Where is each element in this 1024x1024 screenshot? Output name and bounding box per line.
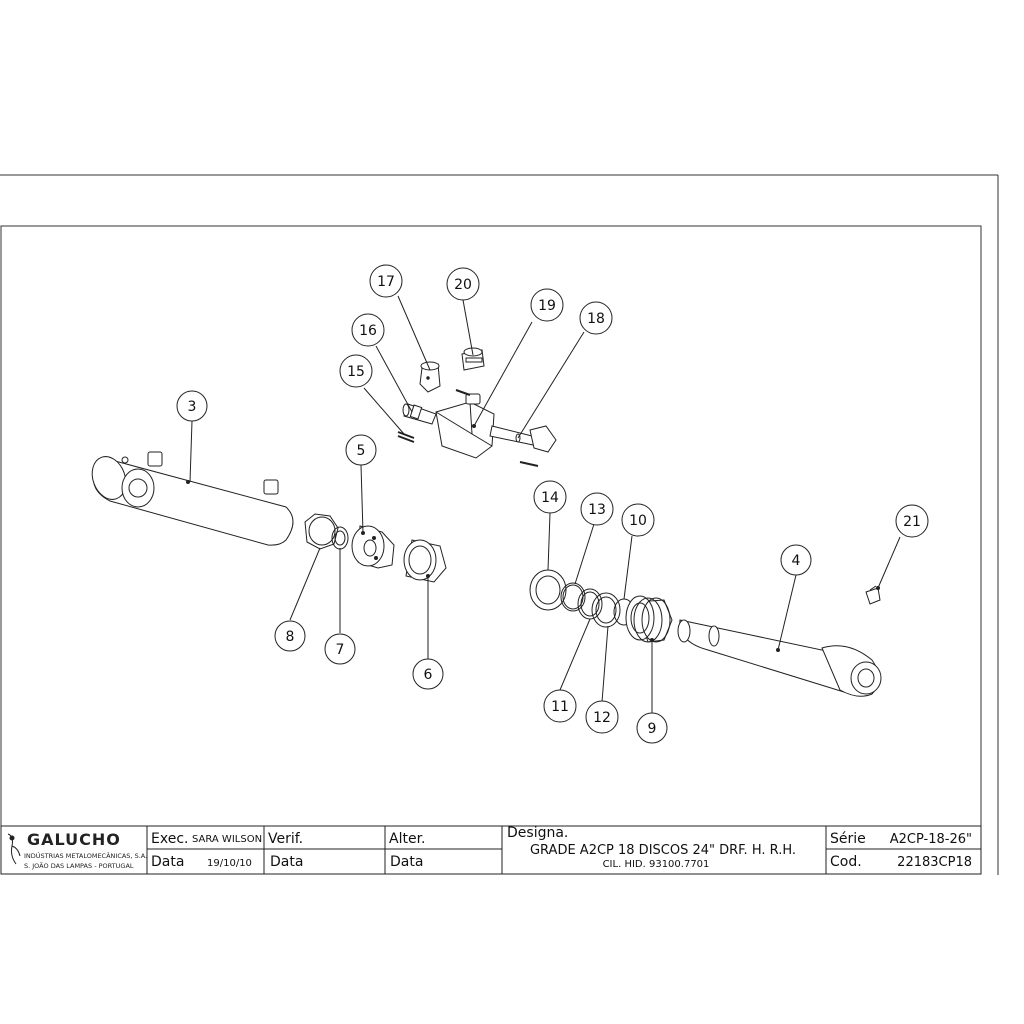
- code-label: Cod.: [830, 854, 862, 870]
- code-value: 22183CP18: [897, 855, 972, 870]
- svg-text:16: 16: [359, 323, 377, 339]
- serie-value: A2CP-18-26": [890, 832, 972, 847]
- callout-21: 21: [895, 504, 929, 538]
- callout-13: 13: [580, 492, 614, 526]
- verif-date-label: Data: [270, 854, 303, 870]
- svg-text:9: 9: [648, 721, 657, 737]
- exec-label: Exec.: [151, 831, 188, 847]
- callout-15: 15: [339, 354, 373, 388]
- company-emblem-icon: [7, 833, 21, 865]
- alter-date-label: Data: [390, 854, 423, 870]
- svg-text:15: 15: [347, 364, 365, 380]
- svg-text:19: 19: [538, 298, 556, 314]
- seal-rings: [529, 569, 673, 643]
- company-name: GALUCHO: [27, 830, 121, 849]
- leader-lines: [189, 295, 901, 713]
- svg-text:21: 21: [903, 514, 921, 530]
- svg-text:12: 12: [593, 710, 611, 726]
- svg-text:8: 8: [286, 629, 295, 645]
- svg-text:6: 6: [424, 667, 433, 683]
- svg-text:18: 18: [587, 311, 605, 327]
- svg-text:14: 14: [541, 490, 559, 506]
- callout-17: 17: [369, 264, 403, 298]
- svg-text:10: 10: [629, 513, 647, 529]
- callouts: 3 4 5 6 7 8 9 10 11 12 13 14 15 16 17 18…: [176, 264, 929, 744]
- callout-10: 10: [621, 503, 655, 537]
- svg-text:13: 13: [588, 502, 606, 518]
- designation-label: Designa.: [507, 825, 568, 841]
- exec-value: SARA WILSON: [192, 834, 262, 845]
- callout-20: 20: [446, 267, 480, 301]
- callout-18: 18: [579, 301, 613, 335]
- callout-12: 12: [585, 700, 619, 734]
- callout-6: 6: [412, 658, 444, 690]
- part-5-piston: [351, 525, 395, 569]
- callout-19: 19: [530, 288, 564, 322]
- sheet-border: [0, 174, 999, 875]
- callout-7: 7: [324, 633, 356, 665]
- callout-9: 9: [636, 712, 668, 744]
- callout-11: 11: [543, 689, 577, 723]
- designation-subtitle: CIL. HID. 93100.7701: [603, 859, 710, 870]
- callout-16: 16: [351, 313, 385, 347]
- callout-3: 3: [176, 390, 208, 422]
- serie-label: Série: [830, 831, 866, 847]
- exec-date-label: Data: [151, 854, 184, 870]
- valve-assembly: [397, 347, 557, 467]
- part-21-grease-nipple: [865, 585, 881, 605]
- svg-text:3: 3: [188, 399, 197, 415]
- title-block: GALUCHO INDÚSTRIAS METALOMECÂNICAS, S.A.…: [0, 825, 982, 875]
- designation-title: GRADE A2CP 18 DISCOS 24" DRF. H. R.H.: [530, 843, 796, 858]
- exec-date-value: 19/10/10: [207, 858, 252, 869]
- svg-text:5: 5: [357, 443, 366, 459]
- svg-text:11: 11: [551, 699, 569, 715]
- svg-text:20: 20: [454, 277, 472, 293]
- part-3-cylinder-barrel: [91, 451, 294, 546]
- callout-8: 8: [274, 620, 306, 652]
- company-location: S. JOÃO DAS LAMPAS - PORTUGAL: [24, 861, 134, 870]
- callout-5: 5: [345, 434, 377, 466]
- company-subtitle: INDÚSTRIAS METALOMECÂNICAS, S.A.: [24, 851, 147, 860]
- verif-label: Verif.: [268, 831, 303, 847]
- company-logo: GALUCHO INDÚSTRIAS METALOMECÂNICAS, S.A.…: [7, 830, 147, 870]
- alter-label: Alter.: [389, 831, 426, 847]
- callout-4: 4: [780, 544, 812, 576]
- part-6-gland: [403, 539, 447, 583]
- part-8-nut: [304, 513, 339, 550]
- callout-14: 14: [533, 480, 567, 514]
- svg-text:7: 7: [336, 642, 345, 658]
- part-4-piston-rod: [677, 619, 882, 697]
- svg-text:17: 17: [377, 274, 395, 290]
- svg-text:4: 4: [792, 553, 801, 569]
